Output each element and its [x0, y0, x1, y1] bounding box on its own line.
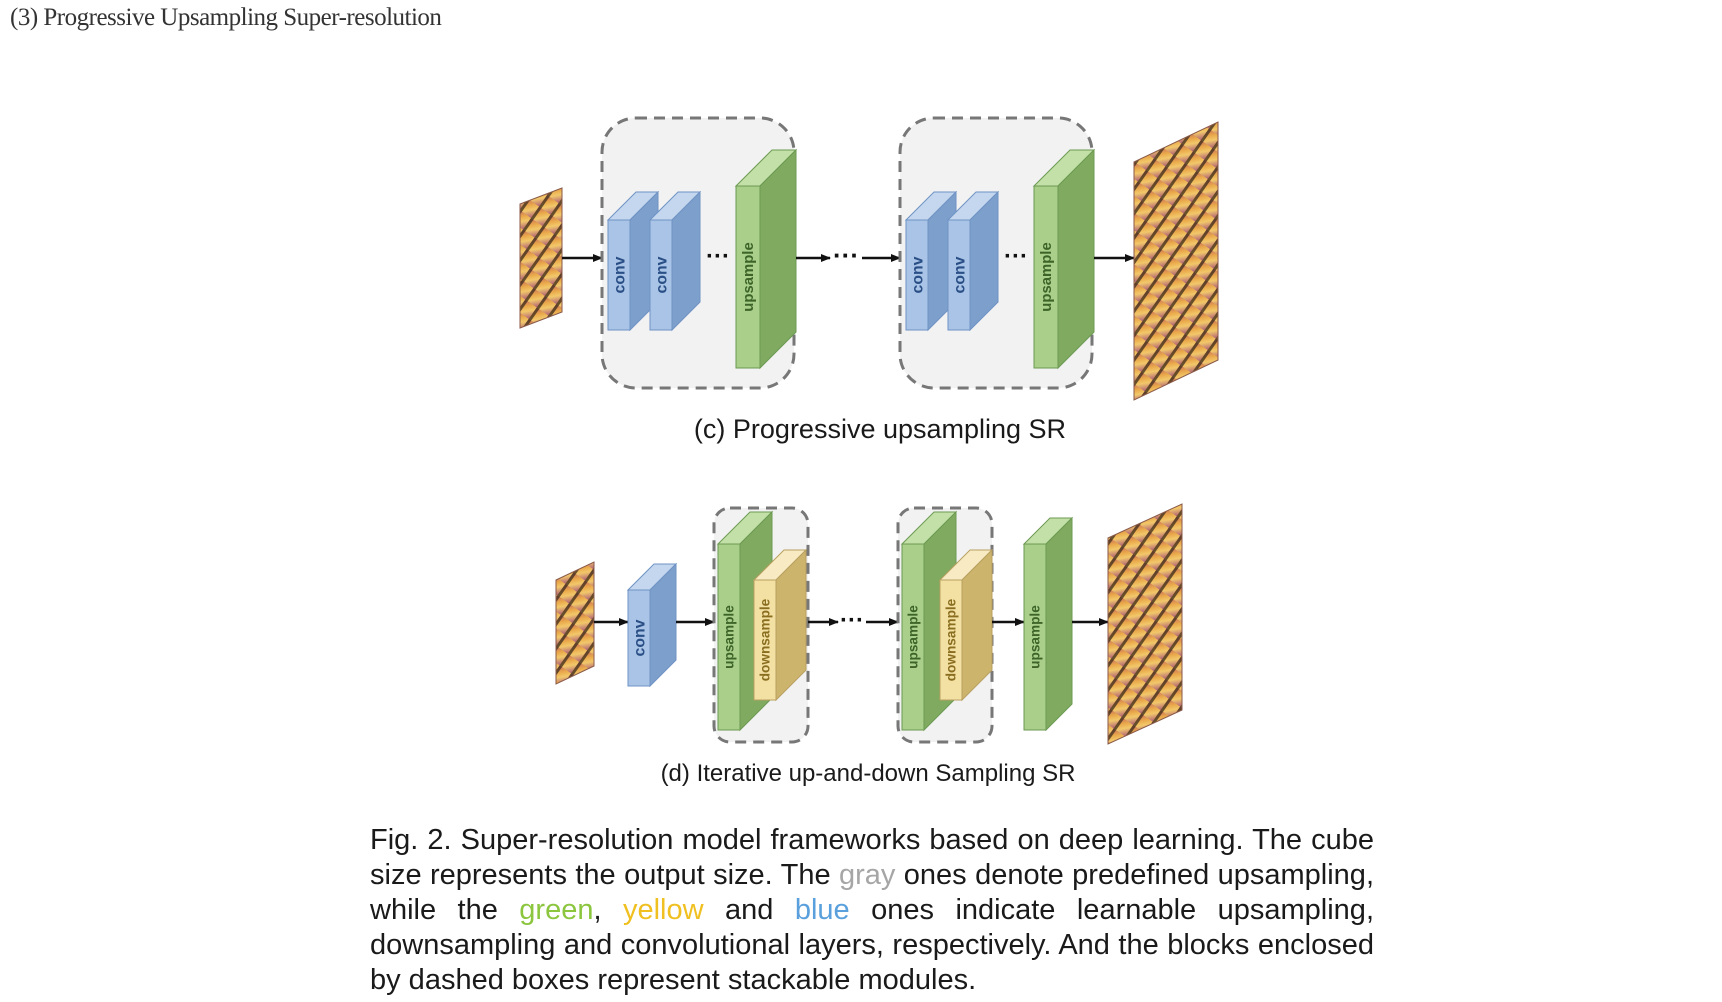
output-image-c-image	[1133, 121, 1219, 401]
downsample-block-d-2-label: downsample	[944, 598, 959, 681]
upsample-block-d-3-label: upsample	[1028, 605, 1043, 669]
conv-block-d-1: conv	[626, 562, 678, 688]
caption-green-word: green	[519, 894, 594, 926]
upsample-block-d-1-front	[717, 543, 741, 731]
caption-d: (d) Iterative up-and-down Sampling SR	[661, 760, 1076, 787]
conv-block-c-1-front	[607, 219, 631, 331]
downsample-block-d-2-front	[939, 579, 963, 701]
input-image-c-image	[519, 187, 563, 329]
figure-caption: Fig. 2. Super-resolution model framework…	[370, 823, 1374, 998]
input-image-c	[519, 187, 563, 329]
downsample-block-d-2: downsample	[938, 548, 994, 702]
conv-block-c-2: conv	[648, 190, 702, 332]
conv-block-c-4-front	[947, 219, 971, 331]
conv-block-d-1-front	[627, 589, 651, 687]
caption-text-part3: ones indicate learnable upsampling, down…	[370, 894, 1374, 996]
section-heading: (3) Progressive Upsampling Super-resolut…	[10, 4, 442, 31]
caption-comma: ,	[593, 894, 623, 926]
upsample-block-d-3: upsample	[1022, 516, 1074, 732]
upsample-block-c-2-side	[1057, 148, 1095, 370]
caption-and: and	[703, 894, 795, 926]
ellipsis-c-1: ···	[706, 243, 730, 270]
conv-block-c-4: conv	[946, 190, 1000, 332]
upsample-block-d-1-label: upsample	[722, 605, 737, 669]
output-image-c	[1133, 121, 1219, 401]
conv-block-c-2-front	[649, 219, 673, 331]
downsample-block-d-1: downsample	[752, 548, 808, 702]
output-image-d-image	[1107, 503, 1183, 745]
upsample-block-c-2-front	[1033, 185, 1059, 369]
downsample-block-d-1-label: downsample	[758, 598, 773, 681]
caption-c: (c) Progressive upsampling SR	[694, 414, 1066, 444]
upsample-block-c-1-front	[735, 185, 761, 369]
upsample-block-c-2-label: upsample	[1039, 242, 1055, 311]
output-image-d	[1107, 503, 1183, 745]
diagram-progressive-upsampling: conv conv ··· upsample ··· conv conv ··· upsampl…	[519, 116, 1219, 401]
upsample-block-d-2-front	[901, 543, 925, 731]
upsample-block-c-1: upsample	[734, 148, 798, 370]
downsample-block-d-1-front	[753, 579, 777, 701]
conv-block-c-2-label: conv	[653, 256, 670, 293]
ellipsis-c-3: ···	[1004, 243, 1028, 270]
conv-block-c-3-label: conv	[909, 256, 926, 293]
upsample-block-d-3-front	[1023, 543, 1047, 731]
caption-gray-word: gray	[838, 859, 896, 891]
upsample-block-c-2: upsample	[1032, 148, 1096, 370]
upsample-block-c-1-side	[759, 148, 797, 370]
caption-blue-word: blue	[794, 894, 850, 926]
upsample-block-d-2-label: upsample	[906, 605, 921, 669]
ellipsis-c-2: ···	[833, 240, 859, 270]
ellipsis-d: ···	[840, 607, 864, 634]
conv-block-c-4-label: conv	[951, 256, 968, 293]
conv-block-c-3-front	[905, 219, 929, 331]
upsample-block-d-3-side	[1045, 516, 1073, 732]
upsample-block-c-1-label: upsample	[741, 242, 757, 311]
input-image-d-image	[555, 561, 595, 685]
input-image-d	[555, 561, 595, 685]
conv-block-c-1-label: conv	[611, 256, 628, 293]
diagram-iterative-up-down-sampling: conv upsample downsample ··· upsample downsam…	[555, 503, 1183, 745]
caption-text-part1: Fig. 2. Super-resolution model framework…	[370, 824, 1374, 891]
caption-text-part2: ones denote predefined upsampling, while…	[370, 859, 1374, 926]
caption-yellow-word: yellow	[622, 894, 704, 926]
conv-block-d-1-label: conv	[631, 619, 648, 656]
